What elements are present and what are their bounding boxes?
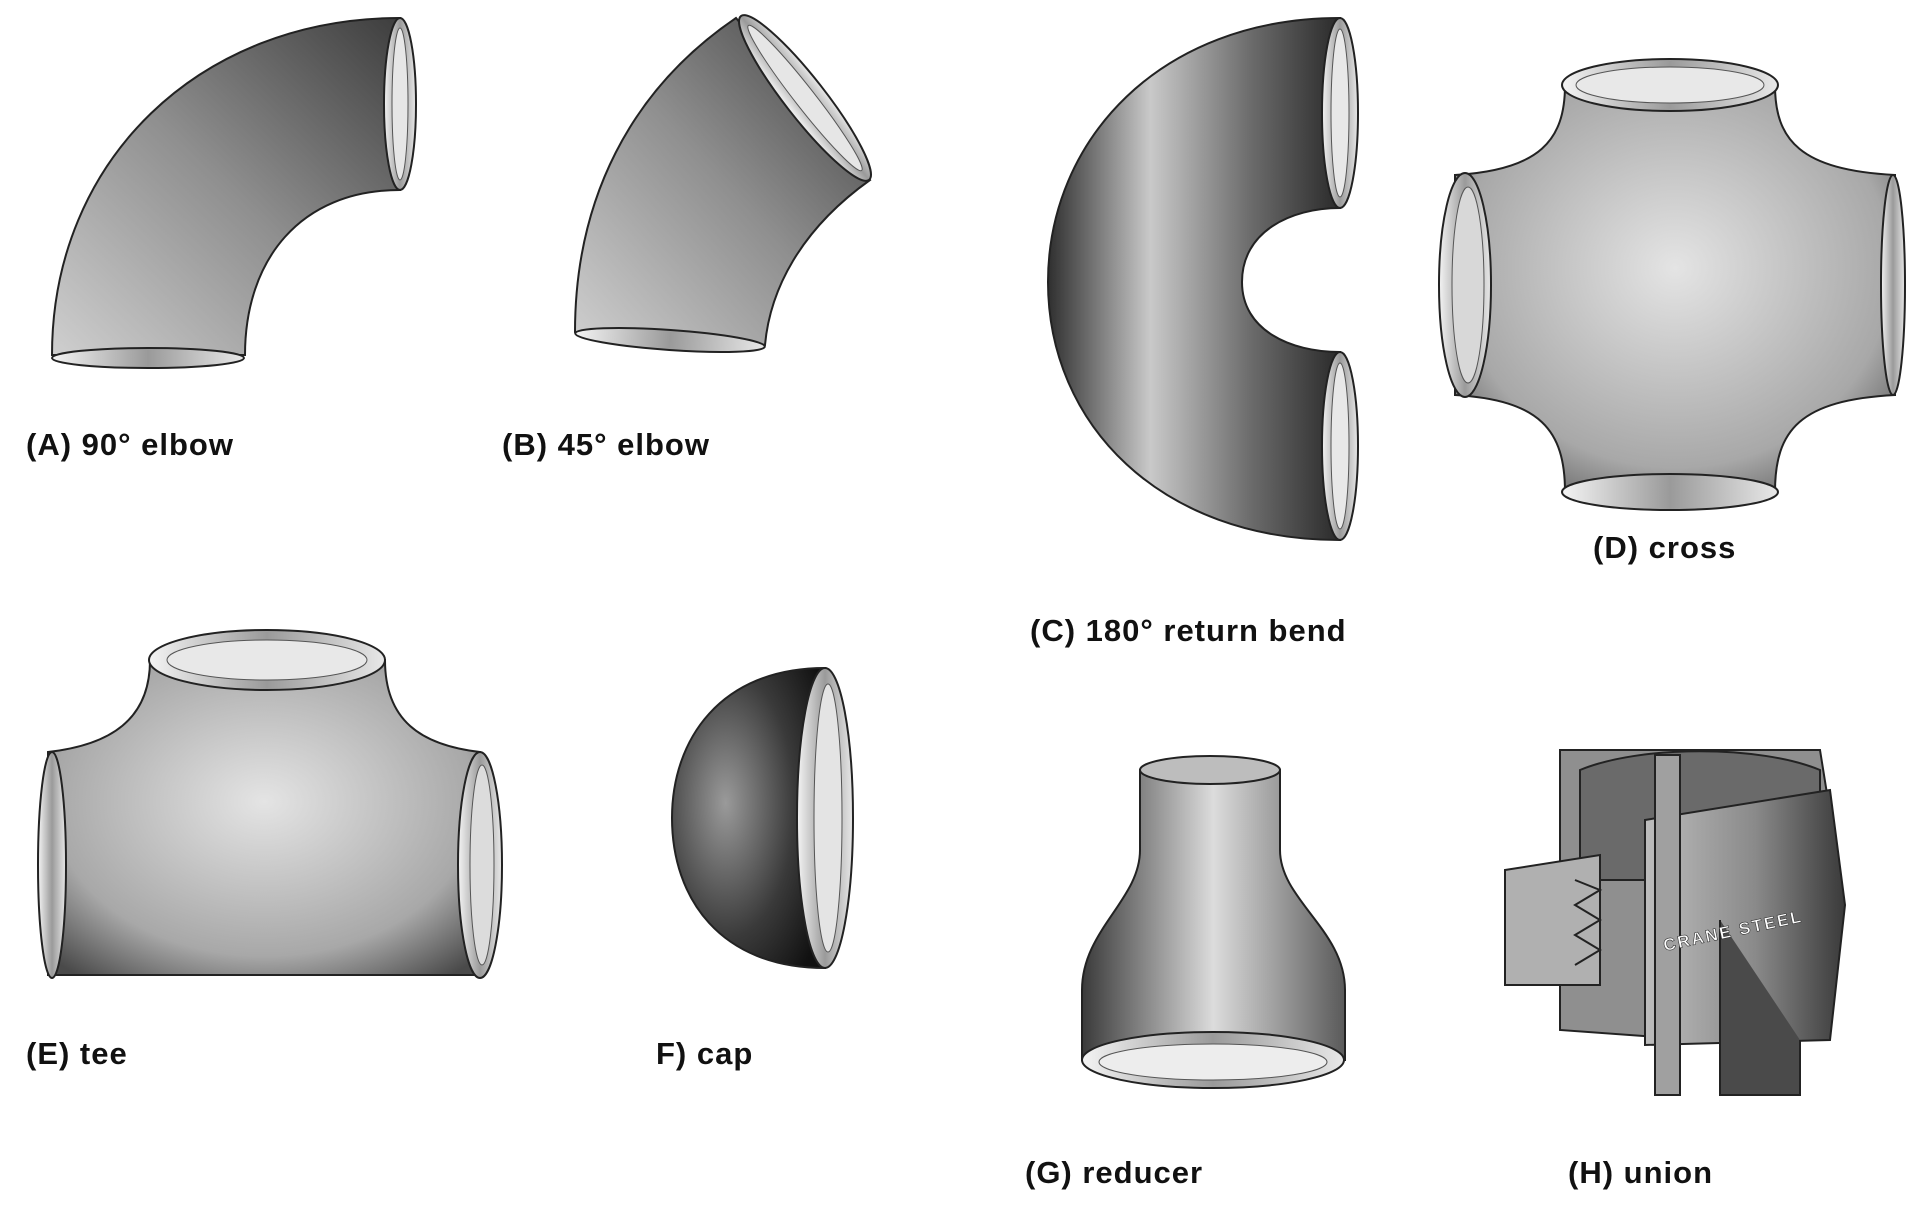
return-bend-180-drawing (1046, 16, 1359, 542)
tee-drawing (37, 629, 503, 979)
elbow-45-drawing (573, 14, 872, 353)
caption-tee: (E) tee (26, 1036, 128, 1071)
caption-cross: (D) cross (1593, 530, 1737, 565)
elbow-90-drawing (50, 16, 417, 369)
cap-drawing (670, 666, 854, 970)
caption-cap: F) cap (656, 1036, 754, 1071)
caption-90-elbow: (A) 90° elbow (26, 427, 234, 462)
caption-union: (H) union (1568, 1155, 1714, 1190)
cross-drawing (1438, 58, 1906, 511)
caption-180-return-bend: (C) 180° return bend (1030, 613, 1347, 648)
reducer-drawing (1081, 755, 1346, 1089)
caption-45-elbow: (B) 45° elbow (502, 427, 710, 462)
caption-reducer: (G) reducer (1025, 1155, 1204, 1190)
union-drawing: CRANE STEEL (1504, 749, 1847, 1096)
